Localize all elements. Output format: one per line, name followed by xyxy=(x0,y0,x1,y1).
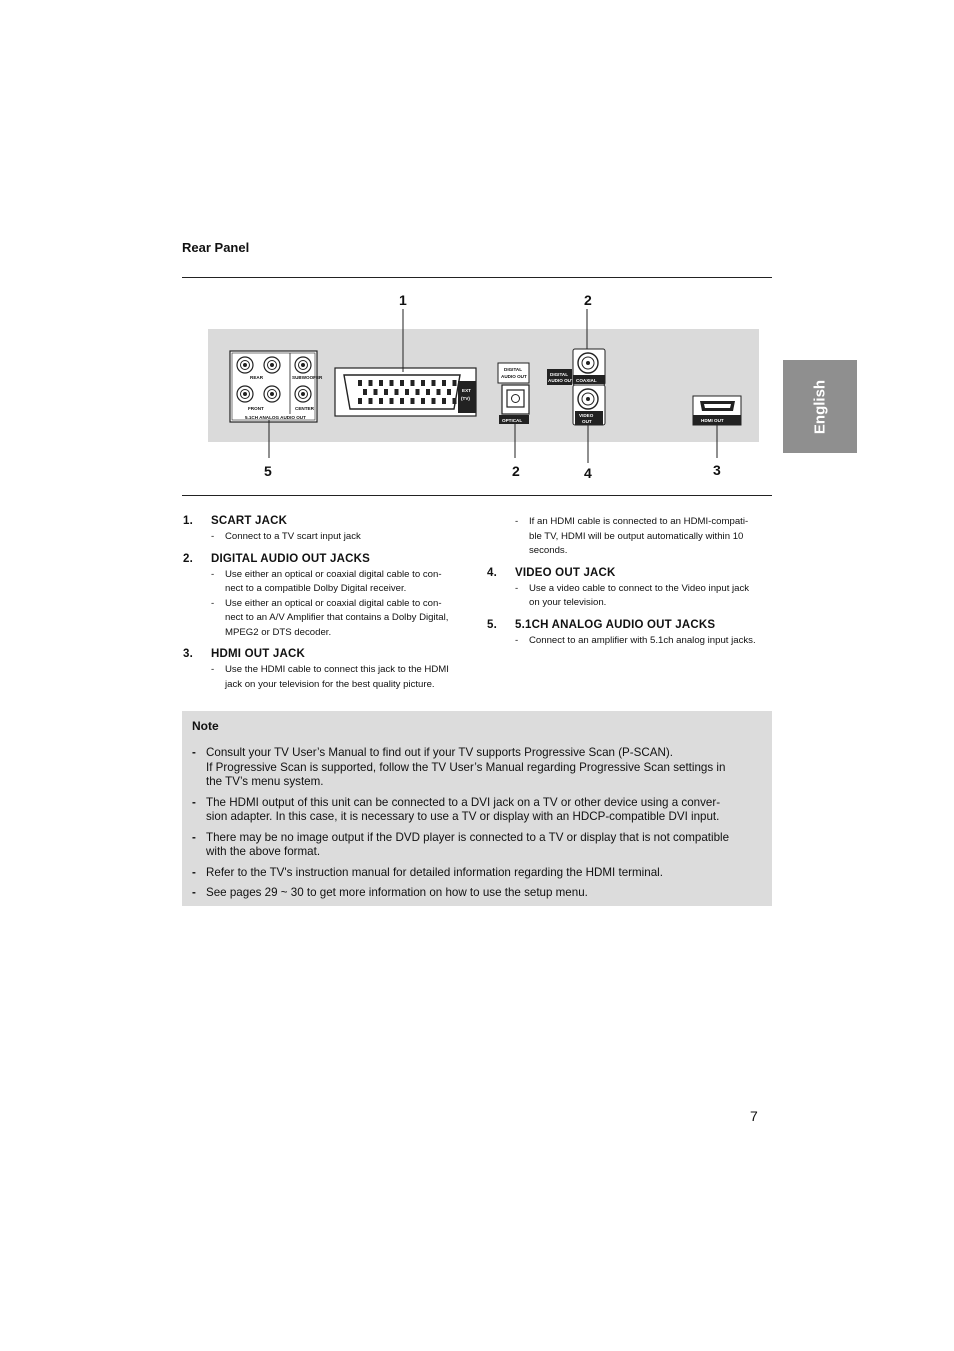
item-text: Use either an optical or coaxial digital… xyxy=(225,597,449,638)
hdmi-jack: HDMI OUT xyxy=(692,395,742,426)
label-digital-1: DIGITAL xyxy=(504,367,522,372)
callout-3: 3 xyxy=(713,462,721,478)
jack-descriptions-right: -If an HDMI cable is connected to an HDM… xyxy=(487,515,777,656)
callout-5: 5 xyxy=(264,463,272,479)
note-title: Note xyxy=(192,719,219,733)
label-digital-2: AUDIO OUT xyxy=(501,374,527,379)
label-center: CENTER xyxy=(295,406,315,411)
label-analog-out: 5.1CH ANALOG AUDIO OUT xyxy=(245,415,306,420)
language-tab-label: English xyxy=(811,379,829,434)
item-title: HDMI OUT JACK xyxy=(211,648,305,660)
item-text: Connect to an amplifier with 5.1ch analo… xyxy=(529,634,756,646)
item-video-out: 4.VIDEO OUT JACK -Use a video cable to c… xyxy=(487,567,777,611)
item-title: 5.1CH ANALOG AUDIO OUT JACKS xyxy=(515,618,716,631)
callout-2-bottom: 2 xyxy=(512,463,520,479)
callout-lines xyxy=(268,309,718,463)
label-digital-side-2: AUDIO OUT xyxy=(548,378,574,383)
item-hdmi: 3.HDMI OUT JACK -Use the HDMI cable to c… xyxy=(183,648,468,692)
jack-descriptions-left: 1.SCART JACK -Connect to a TV scart inpu… xyxy=(183,515,468,700)
item-digital-audio: 2.DIGITAL AUDIO OUT JACKS -Use either an… xyxy=(183,553,468,641)
hdmi-continuation: If an HDMI cable is connected to an HDMI… xyxy=(529,516,749,556)
scart-jack: EXT (TV) xyxy=(334,367,477,417)
note-item: -Consult your TV User’s Manual to find o… xyxy=(192,746,726,788)
item-text: Use the HDMI cable to connect this jack … xyxy=(225,664,449,690)
label-optical: OPTICAL xyxy=(502,418,522,423)
label-coaxial: COAXIAL xyxy=(576,378,597,383)
item-title: VIDEO OUT JACK xyxy=(515,566,616,579)
optical-jack: DIGITAL AUDIO OUT OPTICAL xyxy=(497,362,530,424)
bottom-divider xyxy=(182,495,772,496)
rear-panel-diagram: REAR SUBWOOFER FRONT CENTER 5.1CH ANALOG… xyxy=(208,292,759,481)
label-rear: REAR xyxy=(250,375,264,380)
label-front: FRONT xyxy=(248,406,264,411)
callout-2-top: 2 xyxy=(584,292,592,308)
coaxial-and-video-jacks: DIGITAL AUDIO OUT COAXIAL VIDEO OUT xyxy=(547,348,606,426)
item-text: Connect to a TV scart input jack xyxy=(225,531,361,542)
note-box: Note -Consult your TV User’s Manual to f… xyxy=(182,711,772,906)
section-title: Rear Panel xyxy=(182,240,250,255)
callout-1: 1 xyxy=(399,292,407,308)
item-text: Use a video cable to connect to the Vide… xyxy=(529,582,750,609)
label-ext: EXT xyxy=(462,388,471,393)
note-item: -There may be no image output if the DVD… xyxy=(192,830,730,859)
page-number: 7 xyxy=(750,1108,758,1124)
item-text: Use either an optical or coaxial digital… xyxy=(225,568,442,595)
item-analog-out: 5.5.1CH ANALOG AUDIO OUT JACKS -Connect … xyxy=(487,619,777,649)
callout-4: 4 xyxy=(584,465,592,481)
label-video-1: VIDEO xyxy=(579,413,594,418)
rca-jack xyxy=(236,356,312,403)
label-digital-side-1: DIGITAL xyxy=(550,372,568,377)
language-tab: English xyxy=(783,360,857,453)
label-hdmi-out: HDMI OUT xyxy=(701,418,724,423)
note-item: -The HDMI output of this unit can be con… xyxy=(192,795,721,824)
item-scart: 1.SCART JACK -Connect to a TV scart inpu… xyxy=(183,515,468,545)
label-video-2: OUT xyxy=(582,419,592,424)
item-title: SCART JACK xyxy=(211,515,288,527)
scart-pins xyxy=(358,380,457,404)
item-title: DIGITAL AUDIO OUT JACKS xyxy=(211,552,371,565)
note-item: -See pages 29 ~ 30 to get more informati… xyxy=(192,886,588,899)
note-item: -Refer to the TV's instruction manual fo… xyxy=(192,865,663,879)
top-divider xyxy=(182,277,772,278)
label-tv: (TV) xyxy=(461,396,470,401)
label-subwoofer: SUBWOOFER xyxy=(292,375,323,380)
analog-audio-out-block: REAR SUBWOOFER FRONT CENTER 5.1CH ANALOG… xyxy=(229,350,323,423)
